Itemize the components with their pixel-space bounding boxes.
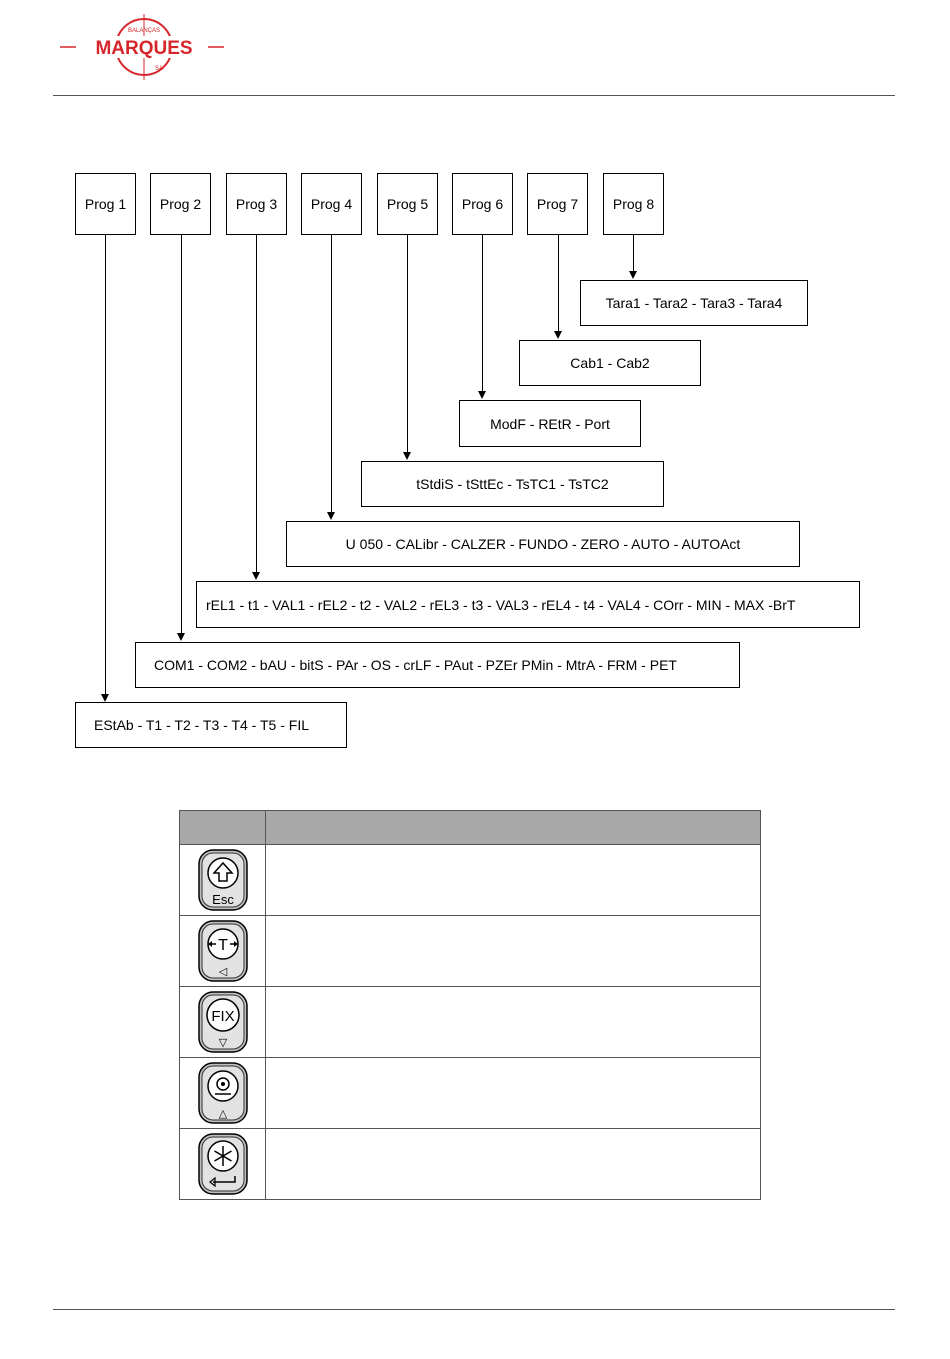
prog5-params: tStdiS - tSttEc - TsTC1 - TsTC2 xyxy=(361,461,664,507)
prog3-params: rEL1 - t1 - VAL1 - rEL2 - t2 - VAL2 - rE… xyxy=(196,581,860,628)
table-row: ↵ xyxy=(179,1128,761,1200)
params-text: rEL1 - t1 - VAL1 - rEL2 - t2 - VAL2 - rE… xyxy=(206,596,796,613)
connector-line xyxy=(482,235,483,392)
connector-line xyxy=(558,235,559,332)
key-description xyxy=(265,1057,761,1129)
arrow-head xyxy=(403,452,411,460)
params-text: tStdiS - tSttEc - TsTC1 - TsTC2 xyxy=(416,476,609,492)
key-description xyxy=(265,915,761,987)
key-cell: T ◁ xyxy=(179,915,266,987)
key-cell: △ xyxy=(179,1057,266,1129)
key-description xyxy=(265,1128,761,1200)
prog-box-1: Prog 1 xyxy=(75,173,136,235)
connector-line xyxy=(633,235,634,272)
tare-icon[interactable]: T ◁ xyxy=(197,919,249,983)
logo-top-text: BALANÇAS xyxy=(128,28,160,34)
key-cell: ↵ xyxy=(179,1128,266,1200)
company-logo: MARQUES BALANÇAS SA xyxy=(58,14,226,80)
table-header-key xyxy=(179,810,266,845)
params-text: COM1 - COM2 - bAU - bitS - PAr - OS - cr… xyxy=(154,657,677,673)
prog-label: Prog 2 xyxy=(159,196,202,212)
zero-icon[interactable]: △ xyxy=(197,1061,249,1125)
arrow-head xyxy=(252,572,260,580)
connector-line xyxy=(331,235,332,513)
prog-label: Prog 4 xyxy=(310,196,353,212)
connector-line xyxy=(256,235,257,573)
header-rule xyxy=(53,95,895,96)
logo-graphic: MARQUES BALANÇAS SA xyxy=(60,14,224,80)
key-description xyxy=(265,986,761,1058)
keys-table: Esc T ◁ xyxy=(179,810,761,1200)
key-label: Esc xyxy=(212,892,234,907)
key-label: ▽ xyxy=(218,1036,227,1049)
prog-box-6: Prog 6 xyxy=(452,173,513,235)
prog-box-4: Prog 4 xyxy=(301,173,362,235)
prog2-params: COM1 - COM2 - bAU - bitS - PAr - OS - cr… xyxy=(135,642,740,688)
params-text: Cab1 - Cab2 xyxy=(570,355,650,371)
key-label: △ xyxy=(218,1107,227,1120)
prog-label: Prog 6 xyxy=(461,196,504,212)
arrow-head xyxy=(101,694,109,702)
logo-sub-text: SA xyxy=(155,66,163,72)
key-description xyxy=(265,844,761,916)
table-row: △ xyxy=(179,1057,761,1129)
connector-line xyxy=(407,235,408,453)
arrow-head xyxy=(629,271,637,279)
prog-label: Prog 7 xyxy=(536,196,579,212)
prog8-params: Tara1 - Tara2 - Tara3 - Tara4 xyxy=(580,280,808,326)
key-label: ◁ xyxy=(218,965,227,978)
connector-line xyxy=(181,235,182,634)
prog-label: Prog 8 xyxy=(612,196,655,212)
table-header-function xyxy=(265,810,761,845)
footer-rule xyxy=(53,1309,895,1310)
table-row: Esc xyxy=(179,844,761,916)
connector-line xyxy=(105,235,106,695)
key-cell: FIX ▽ xyxy=(179,986,266,1058)
arrow-head xyxy=(327,512,335,520)
prog1-params: EStAb - T1 - T2 - T3 - T4 - T5 - FIL xyxy=(75,702,347,748)
asterisk-icon[interactable]: ↵ xyxy=(197,1132,249,1196)
prog-box-7: Prog 7 xyxy=(527,173,588,235)
logo-main-text: MARQUES xyxy=(95,38,192,59)
prog6-params: ModF - REtR - Port xyxy=(459,400,641,447)
arrow-head xyxy=(554,331,562,339)
table-row: FIX ▽ xyxy=(179,986,761,1058)
params-text: EStAb - T1 - T2 - T3 - T4 - T5 - FIL xyxy=(94,717,309,733)
params-text: Tara1 - Tara2 - Tara3 - Tara4 xyxy=(605,295,783,311)
prog-box-8: Prog 8 xyxy=(603,173,664,235)
prog-label: Prog 1 xyxy=(84,196,127,212)
prog4-params: U 050 - CALibr - CALZER - FUNDO - ZERO -… xyxy=(286,521,800,567)
fix-icon[interactable]: FIX ▽ xyxy=(197,990,249,1054)
params-text: ModF - REtR - Port xyxy=(490,415,610,432)
prog-box-5: Prog 5 xyxy=(377,173,438,235)
key-cell: Esc xyxy=(179,844,266,916)
arrow-head xyxy=(478,391,486,399)
prog-label: Prog 5 xyxy=(386,196,429,212)
up-arrow-icon[interactable]: Esc xyxy=(197,848,249,912)
key-glyph: T xyxy=(218,937,228,954)
table-header-row xyxy=(179,810,761,845)
table-row: T ◁ xyxy=(179,915,761,987)
prog-box-2: Prog 2 xyxy=(150,173,211,235)
params-text: U 050 - CALibr - CALZER - FUNDO - ZERO -… xyxy=(345,536,741,552)
arrow-head xyxy=(177,633,185,641)
key-glyph: FIX xyxy=(211,1008,234,1025)
prog7-params: Cab1 - Cab2 xyxy=(519,340,701,386)
prog-label: Prog 3 xyxy=(235,196,278,212)
prog-box-3: Prog 3 xyxy=(226,173,287,235)
